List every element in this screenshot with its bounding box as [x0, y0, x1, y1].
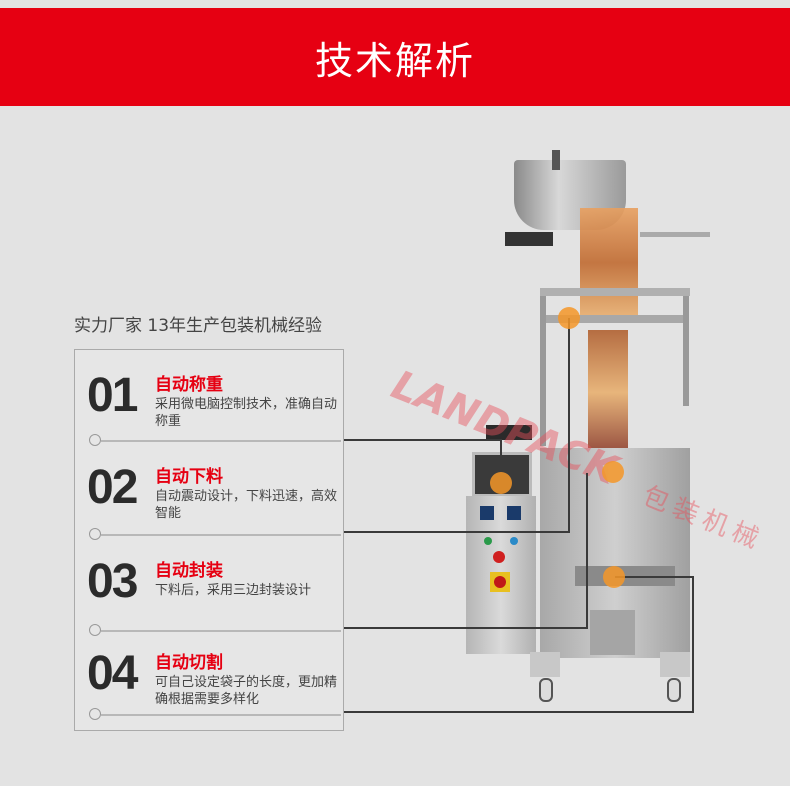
feature-number: 03 — [87, 555, 138, 608]
feature-number: 01 — [87, 369, 138, 422]
feature-item: 04 自动切割 可自己设定袋子的长度，更加精确根据需要多样化 — [75, 640, 343, 732]
ring-icon — [89, 708, 101, 720]
page-title: 技术解析 — [314, 38, 475, 83]
feature-item: 02 自动下料 自动震动设计，下料迅速，高效智能 — [75, 454, 343, 546]
feature-title: 自动称重 — [155, 375, 223, 395]
feature-title: 自动切割 — [155, 653, 223, 673]
feature-desc: 可自己设定袋子的长度，更加精确根据需要多样化 — [155, 675, 338, 707]
divider — [101, 534, 341, 536]
hotspot-sealing — [602, 461, 624, 483]
ring-icon — [89, 528, 101, 540]
feature-desc: 自动震动设计，下料迅速，高效智能 — [155, 489, 338, 521]
ring-icon — [89, 624, 101, 636]
feature-title: 自动下料 — [155, 467, 223, 487]
feature-number: 02 — [87, 461, 138, 514]
hotspot-feeding — [490, 472, 512, 494]
features-panel: 01 自动称重 采用微电脑控制技术，准确自动称重 02 自动下料 自动震动设计，… — [74, 349, 344, 731]
ring-icon — [89, 434, 101, 446]
feature-number: 04 — [87, 647, 138, 700]
tagline: 实力厂家 13年生产包装机械经验 — [74, 316, 323, 336]
hotspot-weighing — [558, 307, 580, 329]
divider — [101, 630, 341, 632]
feature-title: 自动封装 — [155, 561, 223, 581]
feature-desc: 采用微电脑控制技术，准确自动称重 — [155, 397, 338, 429]
feature-item: 03 自动封装 下料后，采用三边封装设计 — [75, 548, 343, 640]
header-banner: 技术解析 — [0, 8, 790, 106]
feature-item: 01 自动称重 采用微电脑控制技术，准确自动称重 — [75, 362, 343, 454]
divider — [101, 714, 341, 716]
feature-desc: 下料后，采用三边封装设计 — [155, 583, 312, 598]
divider — [101, 440, 341, 442]
hotspot-cutting — [603, 566, 625, 588]
